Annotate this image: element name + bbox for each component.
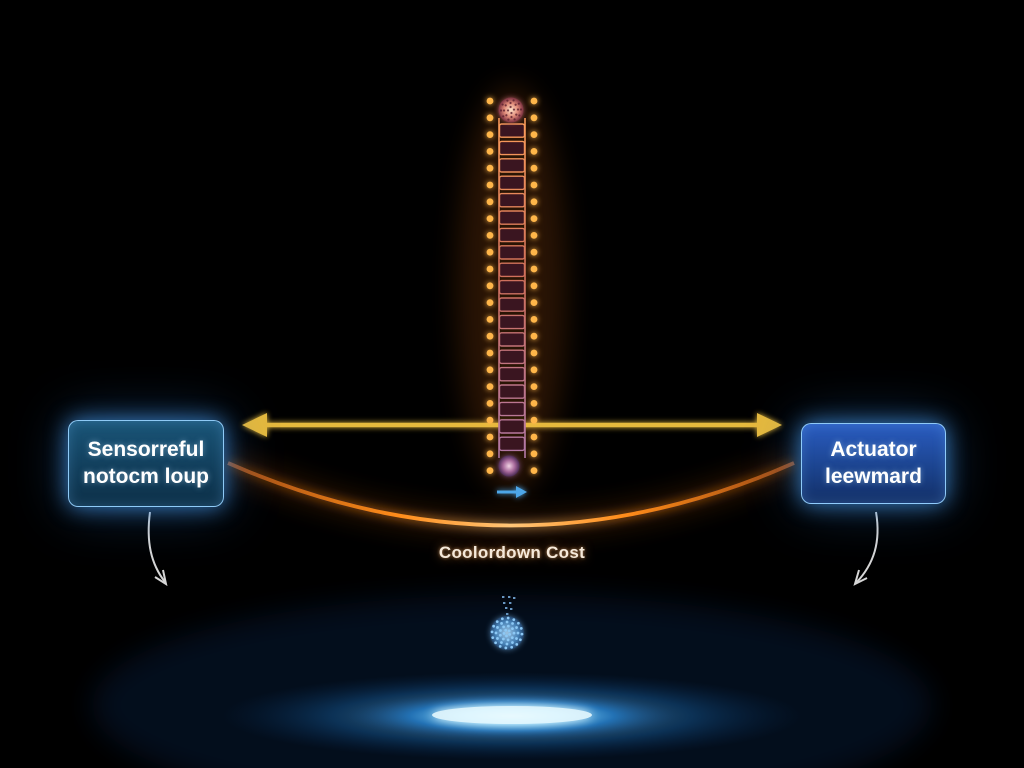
ladder	[486, 97, 538, 477]
ladder-rungs	[498, 123, 526, 452]
ladder-top-sphere	[498, 97, 524, 123]
ladder-bottom-sphere	[498, 455, 520, 477]
right-label-line1: Actuator	[830, 438, 917, 462]
right-label-box: Actuator leewmard	[801, 423, 946, 504]
arrowhead-left-icon	[242, 413, 267, 437]
small-blue-arrow-icon	[497, 486, 527, 498]
cost-arc	[226, 458, 796, 530]
arc-caption: Coolordown Cost	[438, 543, 586, 562]
left-box-down-arrow	[147, 511, 168, 587]
bottom-glow-pool	[222, 672, 802, 760]
left-label-line1: Sensorreful	[87, 438, 205, 462]
right-box-down-arrow	[853, 511, 879, 586]
ladder-dots	[486, 97, 538, 474]
left-label-line2: notocm loup	[83, 464, 209, 488]
right-label-line2: leewmard	[825, 464, 922, 488]
left-label-box: Sensorreful notocm loup	[68, 420, 224, 507]
blue-dotted-sphere	[490, 616, 524, 650]
top-sphere-texture	[499, 99, 523, 121]
arrowhead-right-icon	[757, 413, 782, 437]
micro-glyphs	[502, 596, 516, 615]
